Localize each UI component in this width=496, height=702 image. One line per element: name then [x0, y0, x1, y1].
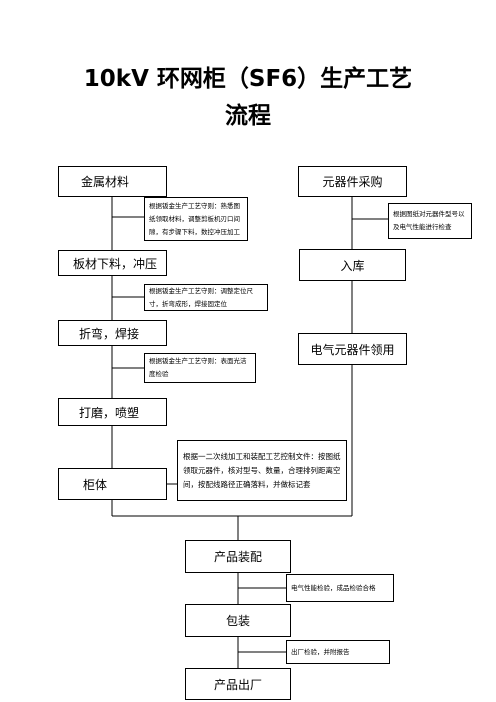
step-metal-material-label: 金属材料 [81, 175, 130, 189]
step-metal-material: 金属材料 [58, 166, 167, 197]
note-bending: 根据钣金生产工艺守则：表面光洁度检验 [144, 353, 256, 383]
step-packaging-label: 包装 [225, 614, 250, 628]
step-product-shipping-label: 产品出厂 [213, 677, 262, 692]
note-purchase-text: 根据图纸对元器件型号以及电气性能进行检查 [393, 210, 465, 231]
step-cabinet: 柜体 [58, 468, 167, 500]
step-product-shipping: 产品出厂 [185, 668, 291, 700]
note-purchase: 根据图纸对元器件型号以及电气性能进行检查 [388, 203, 472, 239]
step-polishing-coating-label: 打磨，喷塑 [79, 405, 140, 420]
step-product-assembly-label: 产品装配 [213, 550, 262, 564]
step-component-purchase-label: 元器件采购 [322, 175, 383, 189]
page-title-line-2: 流程 [225, 103, 271, 129]
step-cabinet-label: 柜体 [83, 477, 108, 492]
step-warehouse-label: 入库 [340, 258, 365, 273]
step-product-assembly: 产品装配 [185, 540, 291, 573]
note-packaging: 出厂检验，并附报告 [286, 640, 390, 664]
note-cabinet: 根据一二次线加工和装配工艺控制文件：按图纸领取元器件，核对型号、数量，合理排列距… [177, 440, 347, 501]
note-cutting: 根据钣金生产工艺守则：调整定位尺寸，折弯成形，焊接固定位 [144, 284, 268, 311]
page-title-line-1: 10kV 环网柜（SF6）生产工艺 [83, 66, 413, 92]
step-component-requisition: 电气元器件领用 [298, 333, 407, 365]
step-packaging: 包装 [185, 604, 291, 637]
step-bending-welding-label: 折弯，焊接 [79, 326, 140, 341]
note-metal: 根据钣金生产工艺守则：熟悉图纸领取材料，调整剪板机刃口间隙，有步骤下料，数控冲压… [144, 197, 248, 241]
note-metal-text: 根据钣金生产工艺守则：熟悉图纸领取材料，调整剪板机刃口间隙，有步骤下料，数控冲压… [149, 201, 240, 236]
step-component-requisition-label: 电气元器件领用 [310, 342, 395, 357]
step-cutting-punching: 板材下料，冲压 [58, 250, 167, 276]
step-bending-welding: 折弯，焊接 [58, 320, 167, 346]
step-cutting-punching-label: 板材下料，冲压 [73, 256, 158, 271]
step-component-purchase: 元器件采购 [298, 166, 407, 197]
note-bending-text: 根据钣金生产工艺守则：表面光洁度检验 [149, 357, 247, 378]
note-assembly: 电气性能检验，成品检验合格 [286, 574, 394, 602]
step-warehouse: 入库 [299, 249, 406, 281]
note-assembly-text: 电气性能检验，成品检验合格 [291, 583, 376, 592]
step-polishing-coating: 打磨，喷塑 [58, 398, 167, 426]
note-cutting-text: 根据钣金生产工艺守则：调整定位尺寸，折弯成形，焊接固定位 [149, 286, 253, 308]
note-packaging-text: 出厂检验，并附报告 [291, 647, 350, 656]
note-cabinet-text: 根据一二次线加工和装配工艺控制文件：按图纸领取元器件，核对型号、数量，合理排列距… [183, 451, 341, 489]
